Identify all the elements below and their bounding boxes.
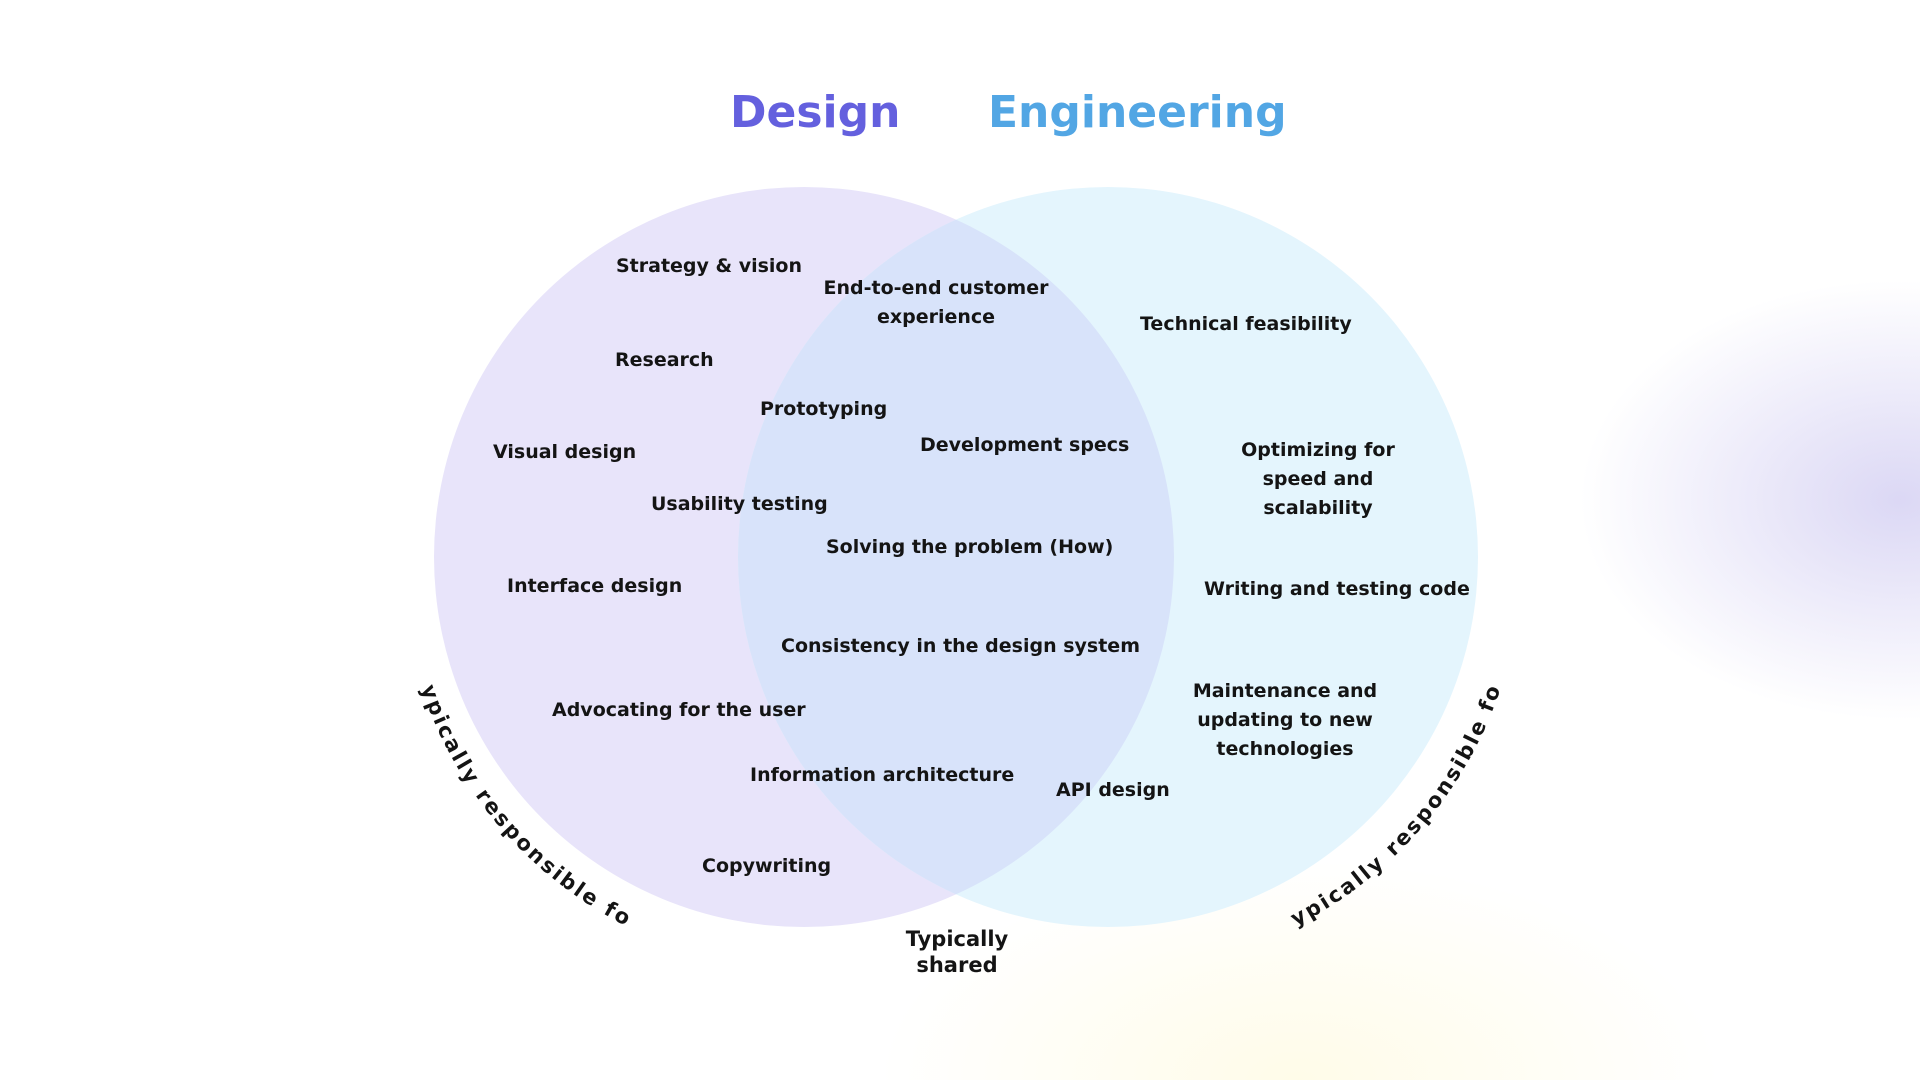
engineering-heading: Engineering — [988, 87, 1287, 138]
typically-shared-label: Typically shared — [906, 926, 1008, 978]
engineering-item-writing-code: Writing and testing code — [1204, 578, 1470, 600]
shared-item-consistency: Consistency in the design system — [781, 635, 1140, 657]
overlap-region — [738, 187, 1174, 927]
design-item-interface-design: Interface design — [507, 575, 683, 597]
design-heading: Design — [730, 87, 901, 138]
engineering-item-technical-feasibility: Technical feasibility — [1140, 313, 1352, 335]
design-item-advocating: Advocating for the user — [552, 699, 806, 721]
design-item-usability-testing: Usability testing — [651, 493, 828, 515]
engineering-item-maintenance: Maintenance and updating to new technolo… — [1192, 680, 1378, 760]
design-item-research: Research — [615, 349, 714, 371]
design-item-strategy: Strategy & vision — [616, 255, 803, 277]
shared-item-api-design: API design — [1056, 779, 1170, 801]
typically-shared-label-line-1: Typically — [905, 927, 1009, 951]
shared-item-prototyping: Prototyping — [760, 398, 888, 420]
design-item-visual-design: Visual design — [493, 441, 637, 463]
shared-item-development-specs: Development specs — [920, 434, 1130, 456]
design-item-copywriting: Copywriting — [702, 855, 832, 877]
typically-shared-label-line-2: shared — [916, 953, 998, 977]
shared-item-end-to-end: End-to-end customer experience — [823, 277, 1049, 328]
shared-item-information-architecture: Information architecture — [750, 764, 1015, 786]
engineering-item-optimizing: Optimizing for speed and scalability — [1241, 439, 1395, 519]
shared-item-solving-problem: Solving the problem (How) — [826, 536, 1114, 558]
